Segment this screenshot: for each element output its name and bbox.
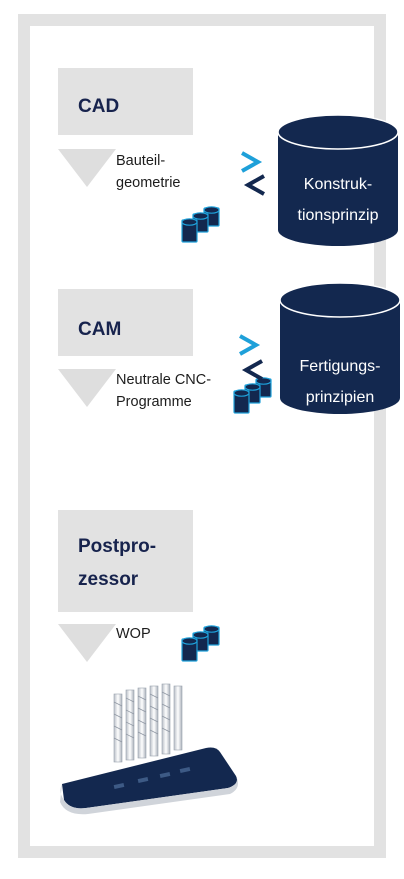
database-stack-icon <box>181 206 220 243</box>
chevron-down-icon <box>58 624 116 662</box>
exchange-arrows-icon <box>241 151 265 196</box>
stage-cam-output: Neutrale CNC- Programme <box>116 372 212 410</box>
database-stack-icon <box>181 625 220 662</box>
exchange-arrows-icon <box>239 334 263 381</box>
database-konstruktionsprinzip-label: Konstruk- tionsprinzip <box>297 176 379 224</box>
stage-cad-output: Bauteil- geometrie <box>116 153 181 191</box>
stage-postprozessor-output: WOP <box>116 626 151 642</box>
chevron-down-icon <box>58 369 116 407</box>
database-konstruktionsprinzip <box>277 114 399 246</box>
stage-cam: CAM <box>58 289 193 356</box>
cnc-machine-icon <box>60 683 238 815</box>
database-fertigungsprinzipien-label: Fertigungs- prinzipien <box>299 358 381 406</box>
stage-cam-title: CAM <box>78 319 122 340</box>
database-fertigungsprinzipien <box>279 282 401 414</box>
stage-postprozessor: Postpro- zessor <box>58 510 193 612</box>
stage-cad-title: CAD <box>78 96 120 117</box>
chevron-down-icon <box>58 149 116 187</box>
database-stack-icon <box>233 377 272 414</box>
stage-cad: CAD <box>58 68 193 135</box>
